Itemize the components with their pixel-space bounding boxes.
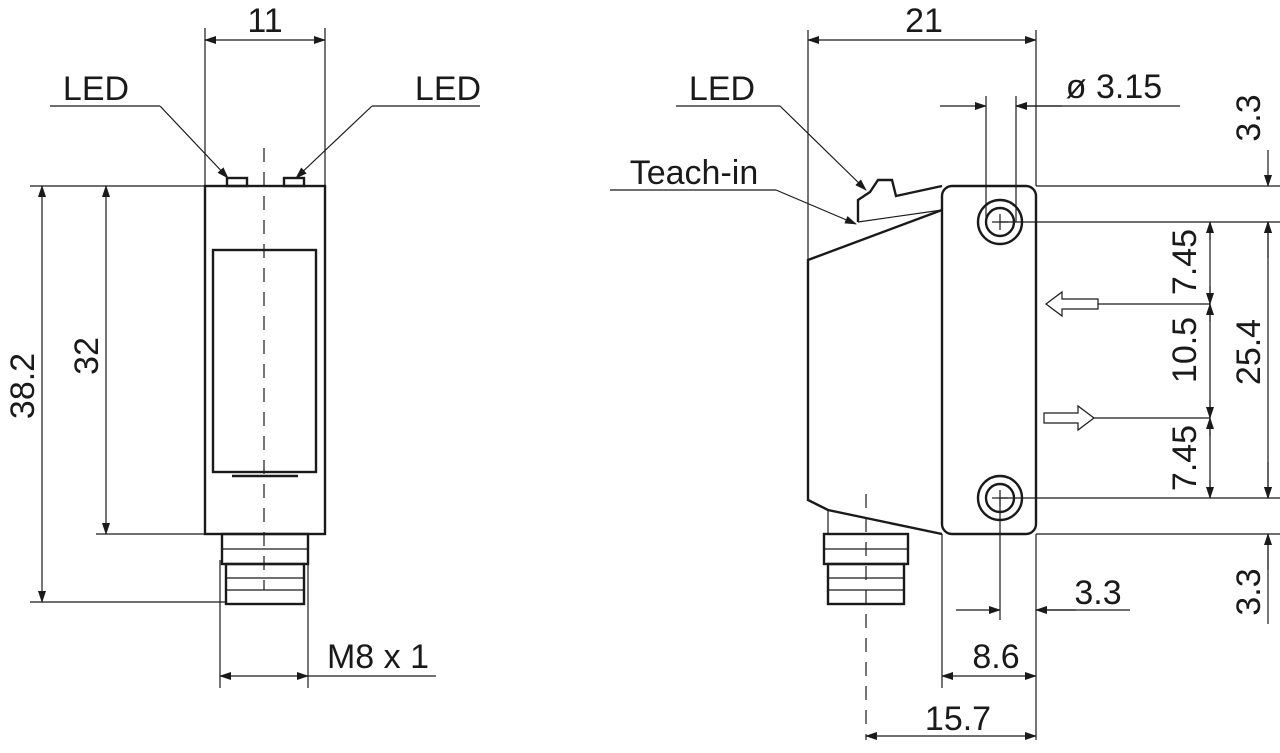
teach-in-label: Teach-in: [630, 154, 759, 192]
hole-diameter-label: ø 3.15: [1066, 68, 1162, 106]
dim-top-margin-label: 3.3: [1230, 94, 1268, 141]
dim-hole-edge-label: 3.3: [1074, 574, 1121, 612]
led-label-right: LED: [415, 70, 481, 108]
front-housing: [203, 184, 327, 536]
front-led-left: [225, 176, 249, 188]
dim-front-body-height-label: 32: [68, 337, 106, 375]
dim-bottom-margin-label: 3.3: [1230, 568, 1268, 615]
side-housing-face: [940, 184, 1038, 536]
teach-in-button: [856, 178, 943, 222]
teach-in-leader: [775, 189, 857, 225]
thread-label: M8 x 1: [327, 638, 429, 676]
side-housing-body: [806, 208, 943, 536]
dim-side-width-label: 21: [905, 2, 943, 40]
dim-axis-top-label: 7.45: [1166, 229, 1204, 295]
led-label-left: LED: [63, 70, 129, 108]
dim-axis-bottom-label: 7.45: [1166, 425, 1204, 491]
dim-front-width-label: 11: [247, 2, 282, 40]
dim-hole-center-label: 8.6: [972, 638, 1019, 676]
side-led-label: LED: [689, 70, 755, 108]
dim-connector-offset-label: 15.7: [925, 700, 991, 738]
led-leader-right: [295, 105, 373, 179]
front-view: 11 LED LED 38.2 32 M8 x 1: [4, 2, 481, 688]
dim-hole-spacing-label: 25.4: [1230, 319, 1268, 385]
front-connector: [220, 532, 310, 606]
dim-front-total-height-label: 38.2: [4, 353, 42, 419]
led-leader-left: [159, 105, 229, 179]
dim-axis-spacing-label: 10.5: [1166, 317, 1204, 383]
emitter-arrow-icon: [1043, 404, 1095, 432]
receiver-arrow-icon: [1045, 290, 1099, 318]
side-view: 21 ø 3.15 LED Teach-in 3.3 7.45: [610, 2, 1280, 740]
side-led-leader: [779, 105, 867, 191]
front-led-right: [282, 176, 306, 188]
